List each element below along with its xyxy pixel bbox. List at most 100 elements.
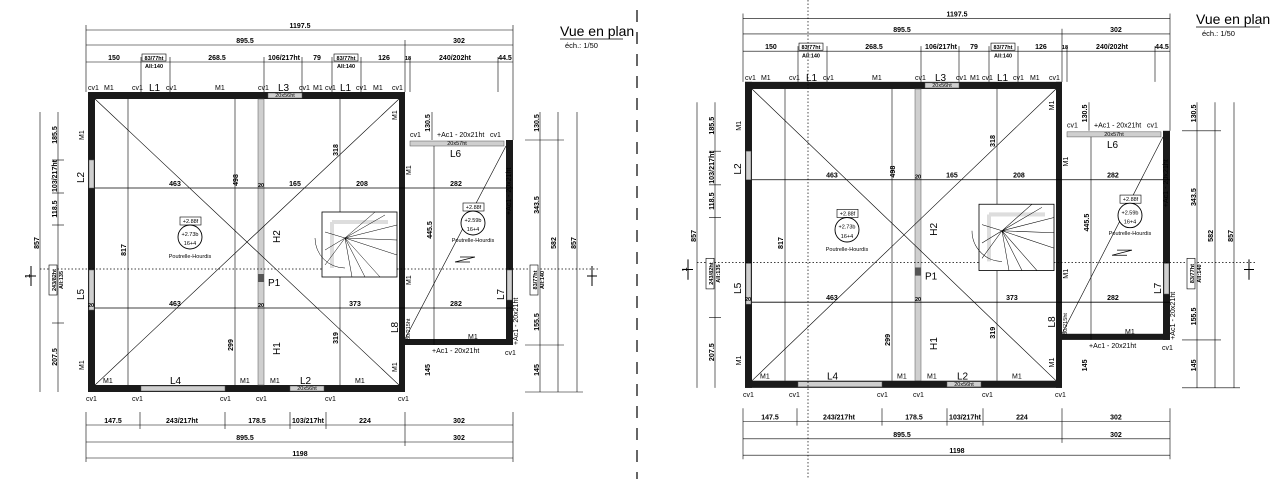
dim: 20 <box>745 297 751 303</box>
dim: 165 <box>289 181 301 188</box>
label-cv1: cv1 <box>356 85 367 92</box>
dim: 302 <box>453 418 465 425</box>
label-ac1: +Ac1 - 20x21ht <box>1089 343 1136 350</box>
section-marker-label: 1 <box>682 267 689 271</box>
slab-marker-1: +2.88f +2.73b 16+4 Poutrelle-Hourdis <box>169 216 211 260</box>
dim: 155.5 <box>1191 307 1198 325</box>
dim-seg: 126 <box>378 55 390 62</box>
label-H1: H1 <box>929 337 940 350</box>
dim: 895.5 <box>236 435 254 442</box>
dim: 103/217ht <box>949 414 982 421</box>
dim: 20 <box>88 303 94 309</box>
slab-marker-2: +2.88f +2.59b 16+4 Poutrelle-Hourdis <box>452 202 495 263</box>
label-M1: M1 <box>240 378 250 385</box>
dim: 282 <box>1107 295 1119 302</box>
dim: 208 <box>1013 173 1025 180</box>
label-L3: L3 <box>935 73 946 84</box>
dim: All:140 <box>1197 264 1203 282</box>
label-M1: M1 <box>736 355 743 365</box>
label-ac1: +Ac1 - 20x21ht <box>506 168 513 215</box>
label-cv1: cv1 <box>325 85 336 92</box>
label-L3: L3 <box>278 83 290 94</box>
dim: 445.5 <box>1084 214 1091 232</box>
label-L7: L7 <box>1153 282 1164 294</box>
section-marker-label: 1 <box>25 274 32 278</box>
slab-spec: 16+4 <box>1124 220 1136 226</box>
bottom-dimensions: 147.5 243/217ht 178.5 103/217ht 224 302 … <box>742 408 1171 460</box>
dim: 302 <box>1110 432 1122 439</box>
label-cv1: cv1 <box>132 396 143 403</box>
label-M1: M1 <box>1063 157 1070 167</box>
dim-seg: 79 <box>313 55 321 62</box>
right-dimensions: 130.5 130.5 343.5 582 857 155.5 145 145 … <box>425 112 597 393</box>
dim-seg: 268.5 <box>865 44 883 51</box>
dim-annex-top: 302 <box>1110 27 1122 34</box>
walls <box>745 81 1170 388</box>
dim: 282 <box>1107 173 1119 180</box>
label-M1: M1 <box>79 130 86 140</box>
top-dimensions: 1197.5 895.5 302 150 83/77ht All:140 268… <box>742 12 1171 131</box>
beam-L2 <box>745 150 752 181</box>
dim-seg: 150 <box>108 55 120 62</box>
slab-marker-2: +2.88f +2.59b 16+4 Poutrelle-Hourdis <box>1109 194 1152 256</box>
dim: 857 <box>571 237 578 249</box>
dim: 498 <box>890 166 897 178</box>
beam-L4 <box>140 385 226 392</box>
label-L6: L6 <box>1107 140 1118 151</box>
slab-top-level: +2.88f <box>840 211 856 217</box>
dim-seg: 83/77ht <box>994 45 1013 51</box>
label-ac1: +Ac1 - 20x21ht <box>513 298 520 345</box>
label-L2: L2 <box>300 376 312 387</box>
dim-seg: 44.5 <box>498 55 512 62</box>
dim: 147.5 <box>761 414 779 421</box>
dim: 224 <box>1016 414 1028 421</box>
slab-type: Poutrelle-Hourdis <box>452 238 495 244</box>
label-cv1: cv1 <box>410 132 421 139</box>
label-ac1: +Ac1 - 20x21ht <box>1094 123 1141 130</box>
dim: 857 <box>34 237 41 249</box>
dim: 857 <box>1228 230 1235 242</box>
floor-plan-right-holder: 1197.5 895.5 302 150 83/77ht All:140 268… <box>682 12 1257 460</box>
dim: 318 <box>333 144 340 156</box>
label-L2: L2 <box>733 163 744 175</box>
dim: 343.5 <box>534 196 541 214</box>
label-cv1: cv1 <box>392 85 403 92</box>
beam-L3 <box>267 92 303 99</box>
label-cv1: cv1 <box>325 396 336 403</box>
dim: 103/217ht <box>292 418 325 425</box>
slab-type: Poutrelle-Hourdis <box>1109 231 1152 237</box>
label-L6: L6 <box>450 149 462 160</box>
label-L2: L2 <box>957 372 968 383</box>
label-cv1: cv1 <box>982 392 993 399</box>
dim-seg: All:140 <box>802 53 820 59</box>
beam-L4 <box>797 381 883 388</box>
dim-annex-top: 302 <box>453 38 465 45</box>
dim: 582 <box>551 237 558 249</box>
dim-seg: 83/77ht <box>337 56 356 62</box>
dim-total-top: 1197.5 <box>946 12 967 19</box>
dim: 207.5 <box>709 343 716 361</box>
dim: 20 <box>258 183 264 189</box>
floor-plan-right: 1197.5 895.5 302 150 83/77ht All:140 268… <box>682 12 1257 460</box>
label-M1: M1 <box>313 85 323 92</box>
dim: 299 <box>885 334 892 346</box>
slab-top-level: +2.88f <box>183 219 199 225</box>
label-cv1: cv1 <box>913 392 924 399</box>
label-cv1: cv1 <box>132 85 143 92</box>
dim: 817 <box>121 244 128 256</box>
label-M1: M1 <box>392 110 399 120</box>
dim: 208 <box>356 181 368 188</box>
slab-level: +2.59b <box>1122 210 1139 216</box>
label-L1: L1 <box>806 73 817 84</box>
label-cv1: cv1 <box>86 396 97 403</box>
dim: 463 <box>826 295 838 302</box>
dim: 343.5 <box>1191 188 1198 206</box>
beam-L5 <box>88 269 95 311</box>
title-block-left: Vue en plan éch.: 1/50 <box>560 23 634 50</box>
label-M1: M1 <box>1049 100 1056 110</box>
dim-seg: 106/217ht <box>268 55 301 62</box>
label-cv1: cv1 <box>956 75 967 82</box>
beam-label: 20x57ht <box>1104 132 1124 138</box>
label-ac1: +Ac1 - 20x21ht <box>437 132 484 139</box>
label-cv1: cv1 <box>823 75 834 82</box>
